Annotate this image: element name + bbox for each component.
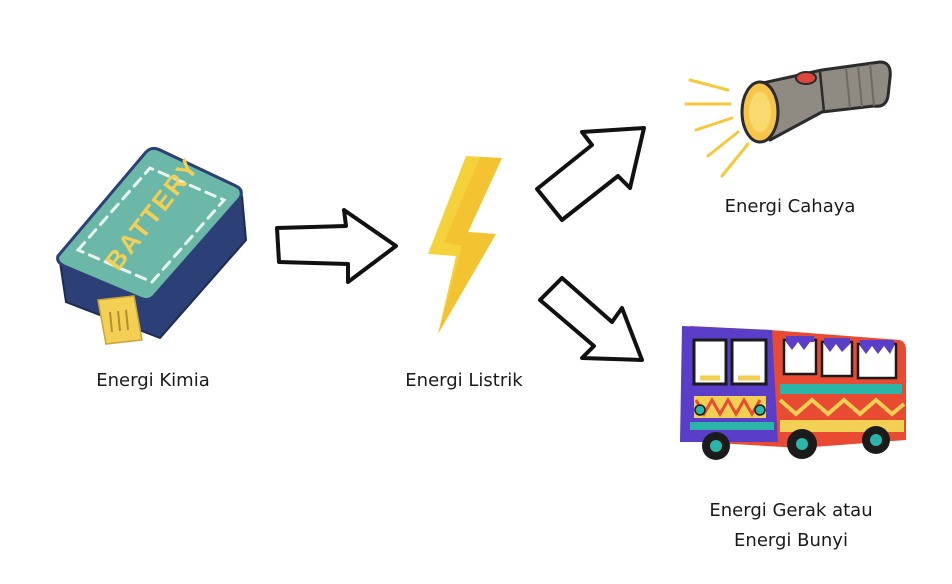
lightning-bolt-icon bbox=[428, 156, 502, 334]
lightning-label: Energi Listrik bbox=[405, 370, 523, 391]
bus-icon bbox=[680, 326, 906, 460]
arrow-down-right-icon bbox=[538, 276, 644, 362]
flashlight-icon bbox=[684, 60, 892, 178]
arrow-right-icon bbox=[275, 208, 398, 284]
battery-icon: BATTERY bbox=[56, 146, 248, 345]
flashlight-label: Energi Cahaya bbox=[724, 196, 856, 217]
bus-label-line1: Energi Gerak atau bbox=[709, 500, 873, 521]
bus-label-line2: Energi Bunyi bbox=[734, 530, 848, 551]
arrow-up-right-icon bbox=[535, 126, 646, 222]
battery-label: Energi Kimia bbox=[96, 370, 210, 391]
